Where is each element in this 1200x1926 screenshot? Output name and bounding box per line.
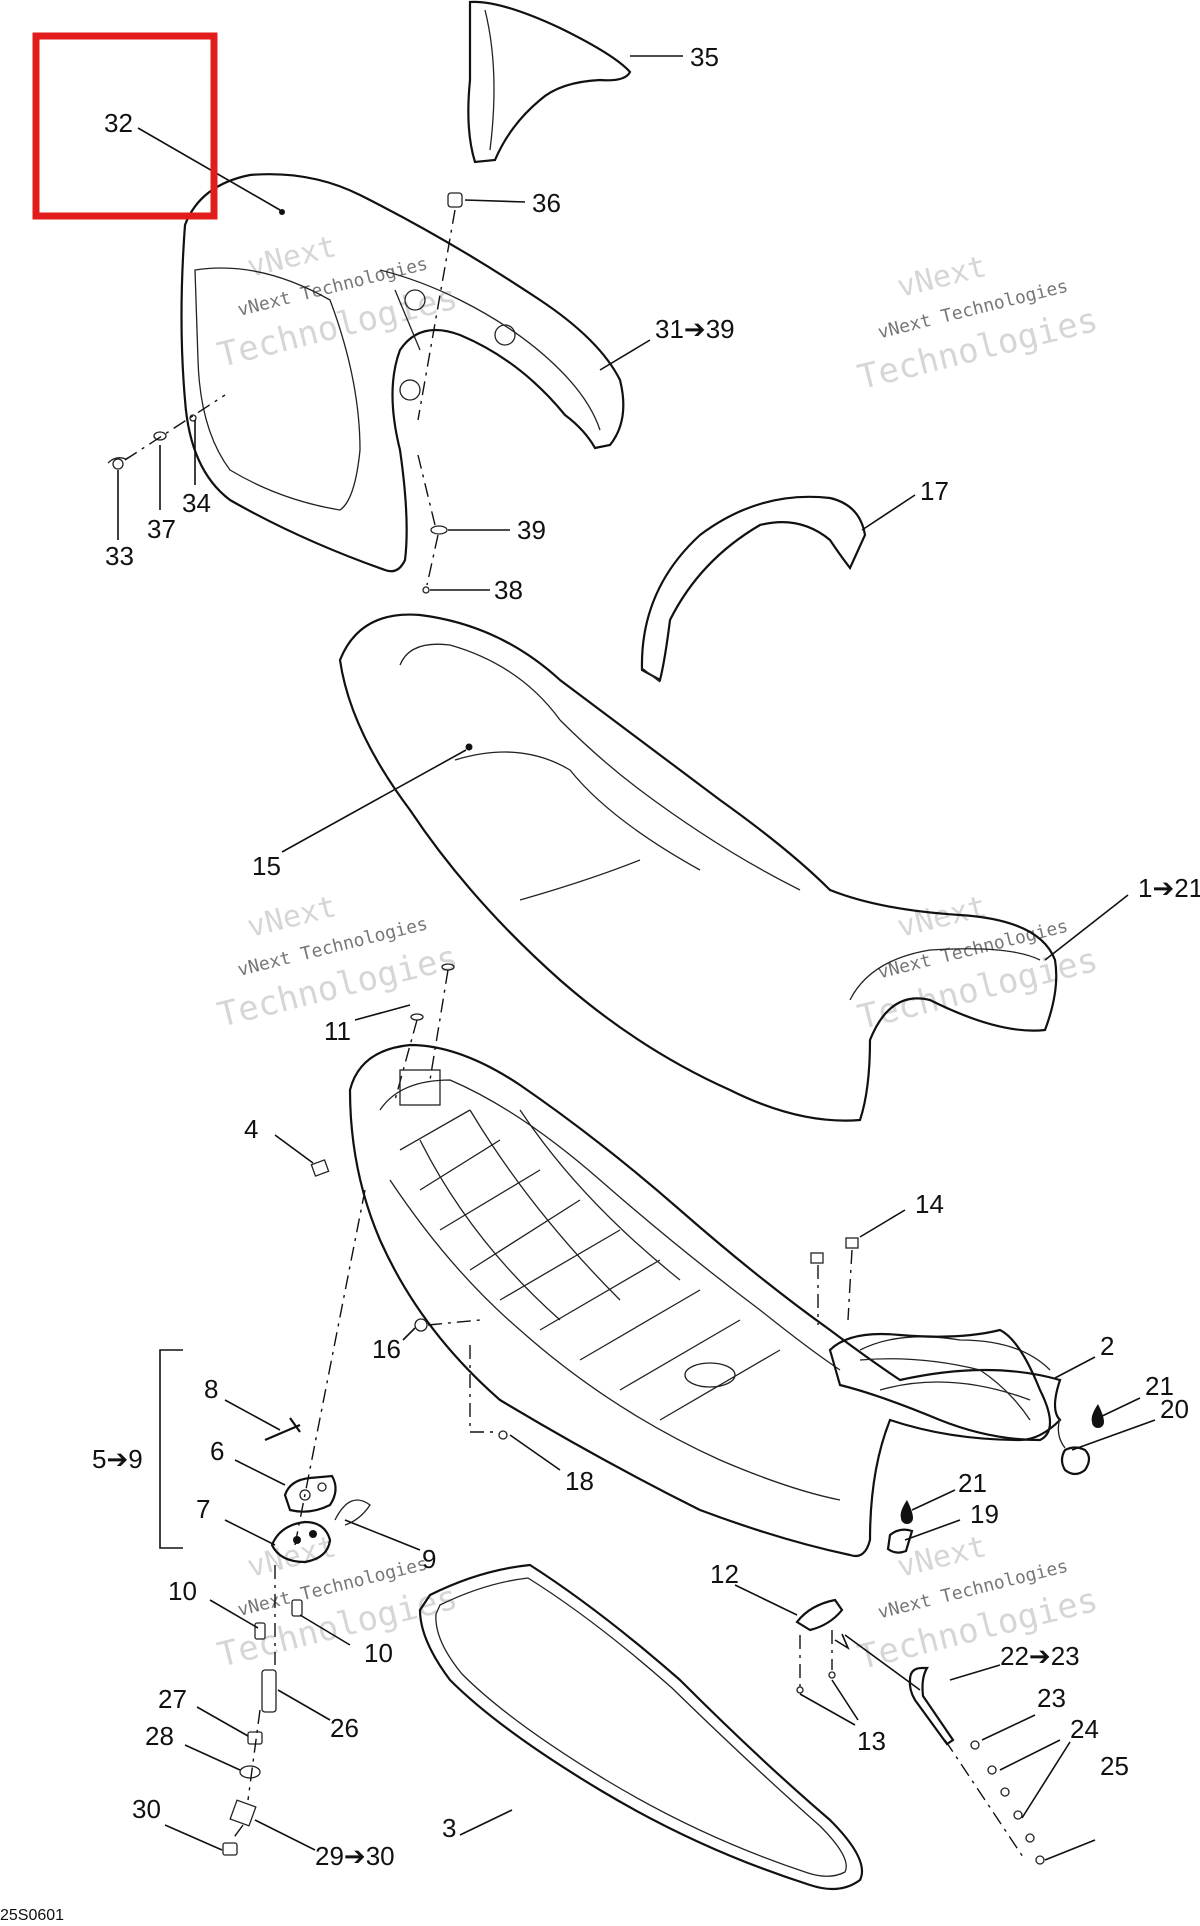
part-22-bracket: [908, 1666, 1026, 1861]
callout-21b: 21: [958, 1468, 987, 1498]
part-21-adhesive-drop-a: [1091, 1404, 1104, 1428]
part-17-strap: [640, 495, 867, 683]
callout-10a: 10: [168, 1576, 197, 1606]
part-18-screw: [469, 1345, 508, 1440]
part-19-clip: [886, 1528, 914, 1554]
svg-text:vNext: vNext: [894, 1529, 990, 1585]
callout-22-23: 22➔23: [1000, 1641, 1080, 1671]
callout-14: 14: [915, 1189, 944, 1219]
part-21-adhesive-drop-b: [900, 1500, 913, 1524]
svg-text:vNext: vNext: [244, 229, 340, 285]
callout-29-30: 29➔30: [315, 1841, 395, 1871]
callout-13: 13: [857, 1726, 886, 1756]
svg-text:vNext: vNext: [244, 889, 340, 945]
group-bracket-5-9: [159, 1349, 183, 1549]
callout-39: 39: [517, 515, 546, 545]
callout-12: 12: [710, 1559, 739, 1589]
part-4-clip: [294, 1159, 366, 1546]
callout-32[interactable]: 32: [104, 108, 133, 138]
callout-17: 17: [920, 476, 949, 506]
callout-19: 19: [970, 1499, 999, 1529]
part-32-rear-seat: [180, 173, 625, 573]
part-1-seat-base: [348, 1043, 1062, 1558]
callout-34: 34: [182, 488, 211, 518]
callout-6: 6: [210, 1436, 224, 1466]
callout-26: 26: [330, 1713, 359, 1743]
callout-20: 20: [1160, 1394, 1189, 1424]
callout-33: 33: [105, 541, 134, 571]
callout-15: 15: [252, 851, 281, 881]
callout-23: 23: [1037, 1683, 1066, 1713]
figure-code: 25S0601: [0, 1907, 64, 1924]
part-15-seat-cover: [338, 613, 1058, 1122]
fasteners-38-39: [417, 454, 448, 594]
callout-37: 37: [147, 514, 176, 544]
part-2-rear-pad: [828, 1328, 1052, 1442]
callout-31-39: 31➔39: [655, 314, 735, 344]
part-16-grommet: [414, 1318, 481, 1332]
callout-24: 24: [1070, 1714, 1099, 1744]
highlight-box-32: [32, 32, 218, 220]
callout-11: 11: [324, 1016, 351, 1046]
callout-38: 38: [494, 575, 523, 605]
callout-35: 35: [690, 42, 719, 72]
part-35-handle-cover: [467, 0, 632, 164]
watermark-mid-right: vNext vNext Technologies Technologies: [854, 889, 1102, 1038]
callout-21a: 21: [1145, 1371, 1174, 1401]
svg-text:vNext: vNext: [244, 1529, 340, 1585]
watermark-mid-left: vNext vNext Technologies Technologies: [214, 889, 462, 1035]
callout-25: 25: [1100, 1751, 1129, 1781]
callout-28: 28: [145, 1721, 174, 1751]
watermark-bottom-left: vNext vNext Technologies Technologies: [214, 1529, 462, 1675]
watermark-top-left: vNext vNext Technologies Technologies: [214, 229, 462, 375]
callout-16: 16: [372, 1334, 401, 1364]
part-12-latch-hook: [795, 1598, 844, 1694]
fastener-36: [417, 192, 463, 421]
callout-27: 27: [158, 1684, 187, 1714]
callout-18: 18: [565, 1466, 594, 1496]
callout-1-21: 1➔21: [1138, 873, 1200, 903]
callout-2: 2: [1100, 1331, 1114, 1361]
leader-lines: [117, 55, 1156, 1861]
callout-8: 8: [204, 1374, 218, 1404]
part-14-clips: [810, 1237, 859, 1325]
fasteners-33-34-37: [107, 394, 226, 470]
callout-5-9: 5➔9: [92, 1444, 143, 1474]
fasteners-11: [394, 963, 455, 1101]
svg-text:vNext: vNext: [894, 249, 990, 305]
callout-9: 9: [422, 1544, 436, 1574]
callout-30: 30: [132, 1794, 161, 1824]
parts-23-24-25-hardware: [970, 1740, 1045, 1865]
callout-36: 36: [532, 188, 561, 218]
part-3-seal: [418, 1563, 864, 1891]
callout-4: 4: [244, 1114, 258, 1144]
callout-7: 7: [196, 1494, 210, 1524]
watermark-top-right: vNext vNext Technologies Technologies: [854, 249, 1102, 398]
callout-10b: 10: [364, 1638, 393, 1668]
callout-3: 3: [442, 1813, 456, 1843]
latch-assembly: [222, 1417, 371, 1856]
